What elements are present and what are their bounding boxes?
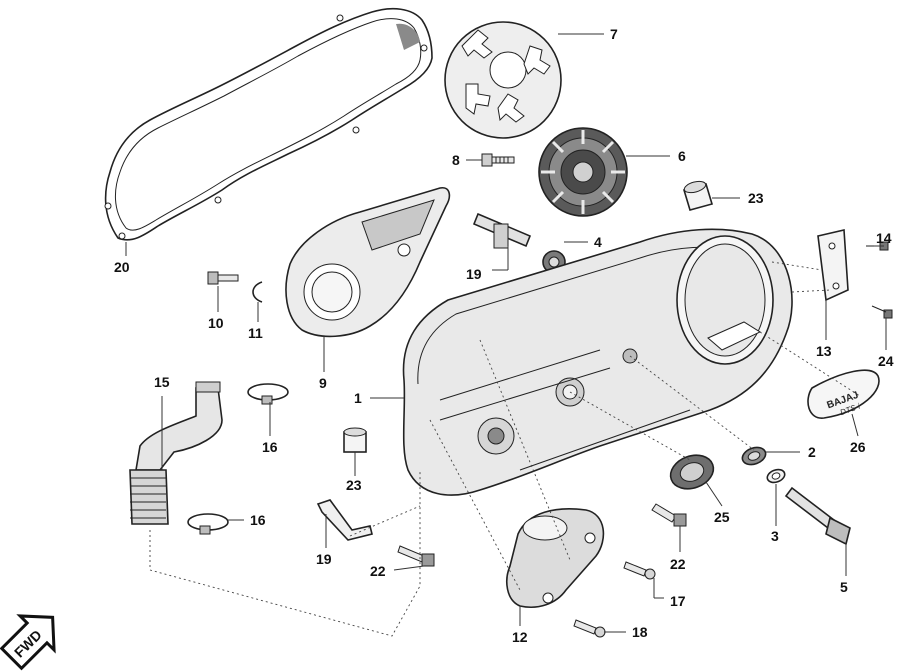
callout-5: 5 <box>840 579 848 595</box>
housing-12 <box>506 508 605 608</box>
callout-16a: 16 <box>262 439 278 455</box>
callout-20: 19 <box>316 551 332 567</box>
callout-23a: 22 <box>370 563 386 579</box>
washer-3 <box>766 468 786 484</box>
seal-2 <box>741 446 767 466</box>
callout-22b: 23 <box>346 477 362 493</box>
leader-lines <box>125 33 887 633</box>
callout-labels: 7 6 8 23 4 19 20 10 11 9 1 14 13 24 26 2… <box>114 26 894 645</box>
callout-23b: 22 <box>670 556 686 572</box>
callout-25: 25 <box>714 509 730 525</box>
callout-3: 3 <box>771 528 779 544</box>
callout-13: 13 <box>816 343 832 359</box>
callout-19: 19 <box>466 266 482 282</box>
callout-2: 2 <box>808 444 816 460</box>
clamp-16-upper <box>247 383 289 405</box>
spacer-22-lower <box>343 427 367 453</box>
callout-16b: 16 <box>250 512 266 528</box>
plate-7 <box>444 21 562 139</box>
callout-4: 4 <box>594 234 602 250</box>
callout-10: 10 <box>208 315 224 331</box>
callout-8: 8 <box>452 152 460 168</box>
bracket-13 <box>817 229 849 302</box>
pulley-6 <box>538 127 628 217</box>
callout-26: 26 <box>850 439 866 455</box>
callout-1: 1 <box>354 390 362 406</box>
screw-24 <box>871 305 893 319</box>
seal-25 <box>669 454 715 490</box>
callout-22a: 23 <box>748 190 764 206</box>
bolt-10 <box>207 271 239 285</box>
screw-17 <box>623 561 656 580</box>
callout-6: 6 <box>678 148 686 164</box>
clip-11 <box>252 281 263 303</box>
bolt-8 <box>481 153 515 167</box>
spacer-22-upper <box>682 180 714 211</box>
callout-14: 14 <box>876 230 892 246</box>
callout-18-text: 18 <box>632 624 648 640</box>
bolt-5 <box>784 486 851 546</box>
duct-15 <box>129 381 223 525</box>
screw-18 <box>573 619 606 638</box>
callout-7: 7 <box>610 26 618 42</box>
inner-cover-9 <box>285 186 451 338</box>
callout-9: 9 <box>319 375 327 391</box>
callout-15: 15 <box>154 374 170 390</box>
callout-11: 11 <box>248 325 263 341</box>
gasket-21 <box>104 7 433 241</box>
callout-21: 20 <box>114 259 130 275</box>
assembly-lines <box>149 261 861 637</box>
bolt-23-left <box>397 545 435 567</box>
clamp-16-lower <box>187 513 229 535</box>
main-cover-1 <box>402 228 793 496</box>
emblem-26: BAJAJ DTS-i <box>807 369 880 419</box>
bolt-23-right <box>651 503 687 527</box>
callout-12: 12 <box>512 629 528 645</box>
callout-17: 17 <box>670 593 686 609</box>
callout-24: 24 <box>878 353 894 369</box>
fitting-19 <box>472 212 532 249</box>
fwd-direction-badge: FWD <box>0 614 56 671</box>
